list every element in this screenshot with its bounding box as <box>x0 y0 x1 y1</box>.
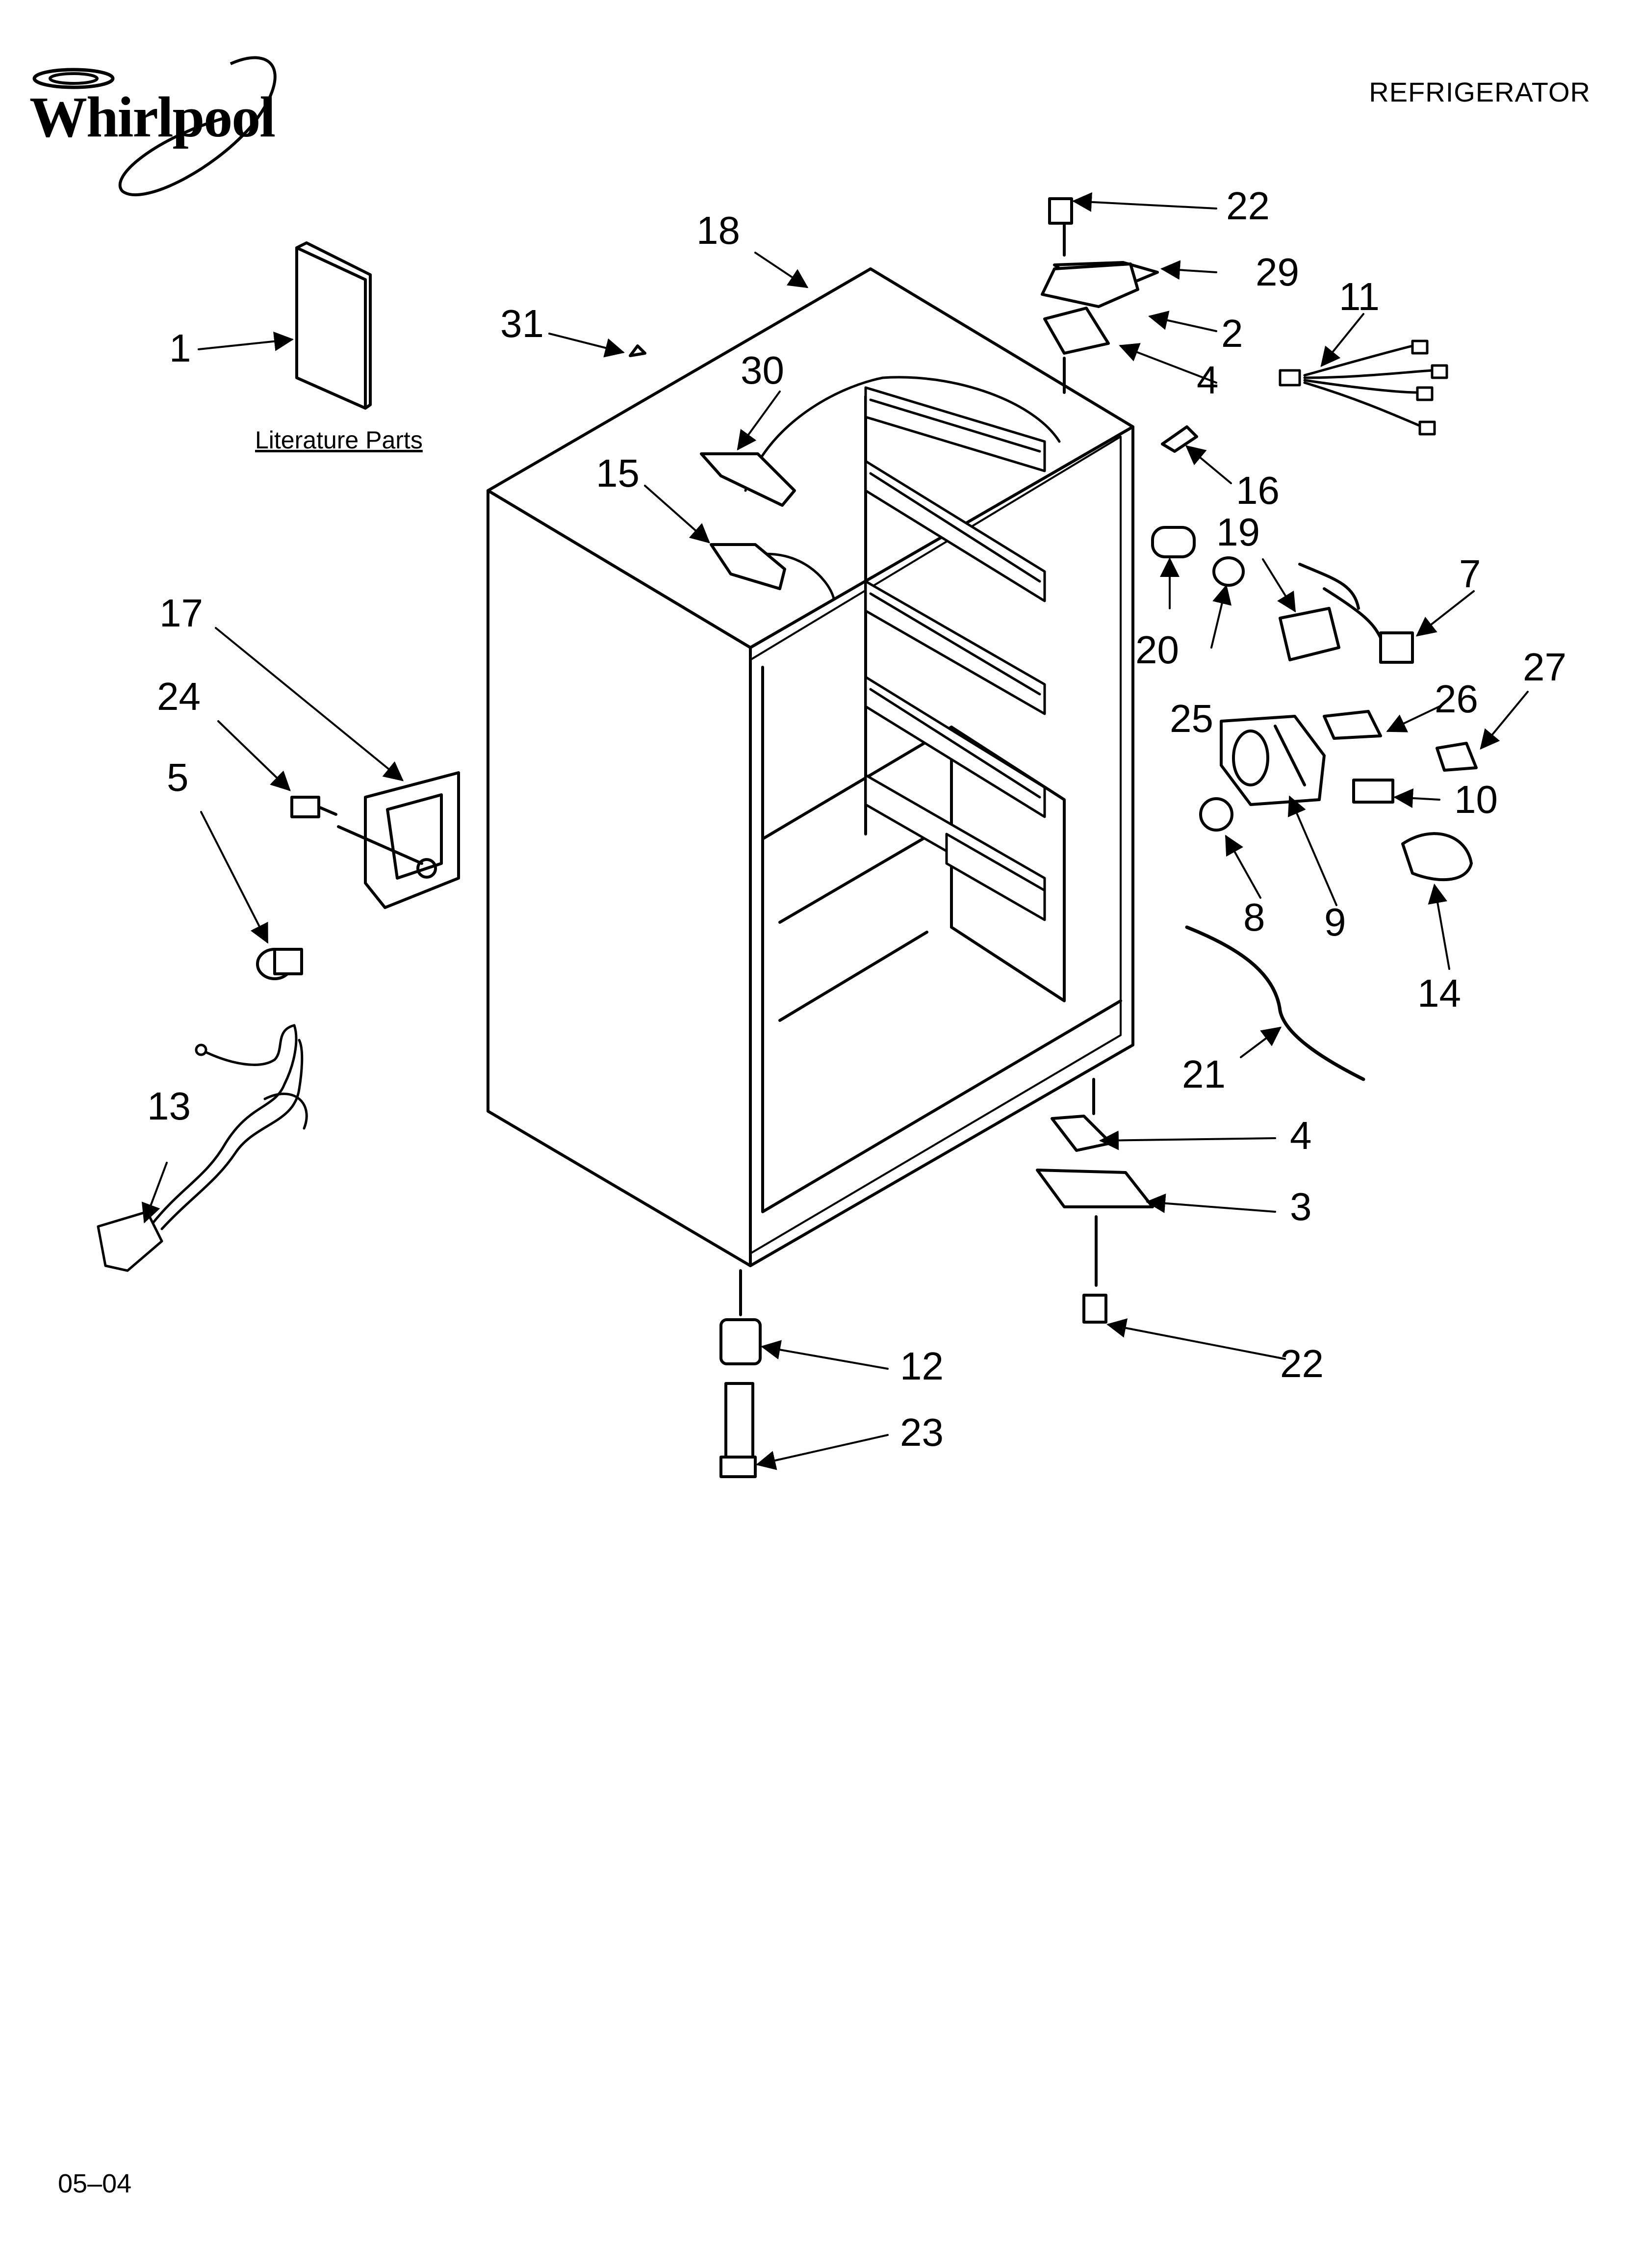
callout-29: 29 <box>1256 250 1299 294</box>
callout-leaders <box>141 192 1529 1470</box>
callout-30: 30 <box>741 348 784 392</box>
lamp-socket <box>256 948 303 980</box>
logo-swirl <box>32 56 277 197</box>
callout-11: 11 <box>1339 275 1380 318</box>
brand-logo: Whirlpool <box>20 44 334 206</box>
light-socket <box>1212 556 1245 587</box>
callout-18: 18 <box>696 209 740 252</box>
top-hinge <box>1041 197 1159 394</box>
callout-19: 19 <box>1216 510 1260 554</box>
callout-4-top: 4 <box>1197 358 1219 402</box>
door-shelf-rails <box>864 386 1046 921</box>
control-knob <box>1199 797 1233 832</box>
drain-tube <box>1185 925 1365 1081</box>
literature-parts-label: Literature Parts <box>255 426 423 454</box>
callout-2: 2 <box>1221 312 1243 355</box>
literature-booklet <box>295 241 372 410</box>
temperature-control <box>710 543 786 590</box>
lamp-cover <box>1401 832 1473 882</box>
screw <box>290 796 337 818</box>
hinge-cover <box>700 452 796 507</box>
callout-15: 15 <box>596 451 640 495</box>
light-housing <box>337 771 460 909</box>
callout-1: 1 <box>169 326 191 370</box>
lamp-bulb <box>1151 526 1196 558</box>
retainer-clip <box>1161 425 1198 453</box>
thermostat-clip <box>1323 710 1382 740</box>
connector <box>1436 742 1478 772</box>
callout-8: 8 <box>1243 895 1265 939</box>
light-shield <box>1279 563 1360 661</box>
callout-27: 27 <box>1523 645 1566 689</box>
screw-plug <box>629 344 646 357</box>
cabinet-body <box>487 267 1134 1267</box>
callout-3: 3 <box>1290 1185 1312 1228</box>
callout-22-bottom: 22 <box>1280 1342 1324 1385</box>
wire-harness <box>1279 339 1448 436</box>
callout-12: 12 <box>900 1344 944 1388</box>
callout-7: 7 <box>1459 552 1481 596</box>
callout-21: 21 <box>1182 1052 1226 1096</box>
callout-24: 24 <box>157 675 201 718</box>
callout-23: 23 <box>900 1410 944 1454</box>
light-switch <box>1323 587 1414 664</box>
callout-20: 20 <box>1135 628 1179 672</box>
callout-25: 25 <box>1170 697 1213 740</box>
callout-17: 17 <box>159 591 203 635</box>
bottom-hinge <box>1036 1078 1154 1324</box>
power-cord <box>97 1024 308 1272</box>
callout-16: 16 <box>1236 469 1280 512</box>
callout-10: 10 <box>1454 778 1498 821</box>
callout-4-bottom: 4 <box>1290 1114 1312 1157</box>
callout-13: 13 <box>147 1084 191 1128</box>
document-title: REFRIGERATOR <box>1369 77 1591 107</box>
spring <box>1352 779 1394 804</box>
callout-9: 9 <box>1324 900 1346 944</box>
callout-31: 31 <box>500 302 544 345</box>
brand-wordmark: Whirlpool <box>29 85 276 149</box>
leveling-leg <box>719 1269 762 1478</box>
callout-5: 5 <box>167 756 189 799</box>
control-housing <box>1220 715 1326 806</box>
callout-22-top: 22 <box>1226 184 1270 228</box>
callout-26: 26 <box>1435 677 1478 721</box>
callout-14: 14 <box>1417 971 1461 1015</box>
page-header: Whirlpool REFRIGERATOR <box>0 0 1642 206</box>
footer-date-code: 05–04 <box>58 2169 132 2198</box>
